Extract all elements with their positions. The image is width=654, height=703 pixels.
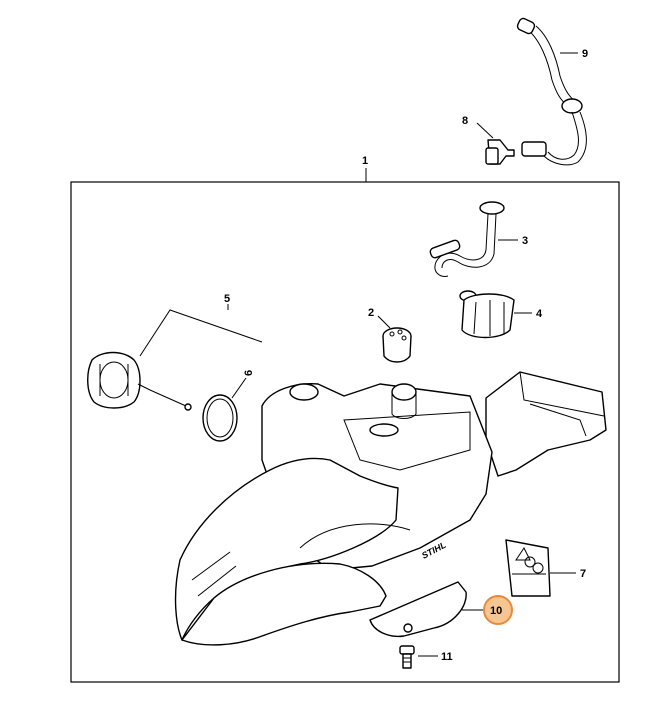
valve-part-2[interactable] xyxy=(382,327,412,363)
fuel-filter-part-4[interactable] xyxy=(459,290,515,339)
leader-5 xyxy=(139,309,263,357)
screw-part-11[interactable] xyxy=(399,645,415,669)
highlight-badge-10[interactable] xyxy=(483,595,513,625)
warning-label-part-7[interactable] xyxy=(505,539,551,597)
leader-2 xyxy=(377,315,391,329)
callout-3[interactable]: 3 xyxy=(522,235,528,247)
callout-8[interactable]: 8 xyxy=(462,115,468,127)
o-ring-inner xyxy=(206,398,234,438)
callout-10[interactable]: 10 xyxy=(490,605,502,617)
fuel-tube-part-3[interactable] xyxy=(429,201,505,277)
fuel-hose-part-9[interactable] xyxy=(516,17,587,166)
callout-6[interactable]: 6 xyxy=(243,370,255,376)
callout-4[interactable]: 4 xyxy=(536,308,543,320)
cover-plate-part-10[interactable] xyxy=(369,581,467,638)
callout-7[interactable]: 7 xyxy=(580,568,586,580)
assembly-frame xyxy=(70,181,620,683)
main-housing[interactable] xyxy=(174,371,607,646)
callout-11[interactable]: 11 xyxy=(441,651,453,663)
callout-1[interactable]: 1 xyxy=(362,155,368,167)
elbow-connector-part-8[interactable] xyxy=(485,139,515,165)
o-ring-part-6[interactable] xyxy=(202,394,238,442)
callout-9[interactable]: 9 xyxy=(582,48,588,60)
leader-8 xyxy=(476,122,494,139)
leader-6 xyxy=(231,377,247,399)
fuel-cap-part-5[interactable] xyxy=(87,351,192,411)
callout-2[interactable]: 2 xyxy=(368,307,374,319)
callout-5[interactable]: 5 xyxy=(224,293,230,305)
